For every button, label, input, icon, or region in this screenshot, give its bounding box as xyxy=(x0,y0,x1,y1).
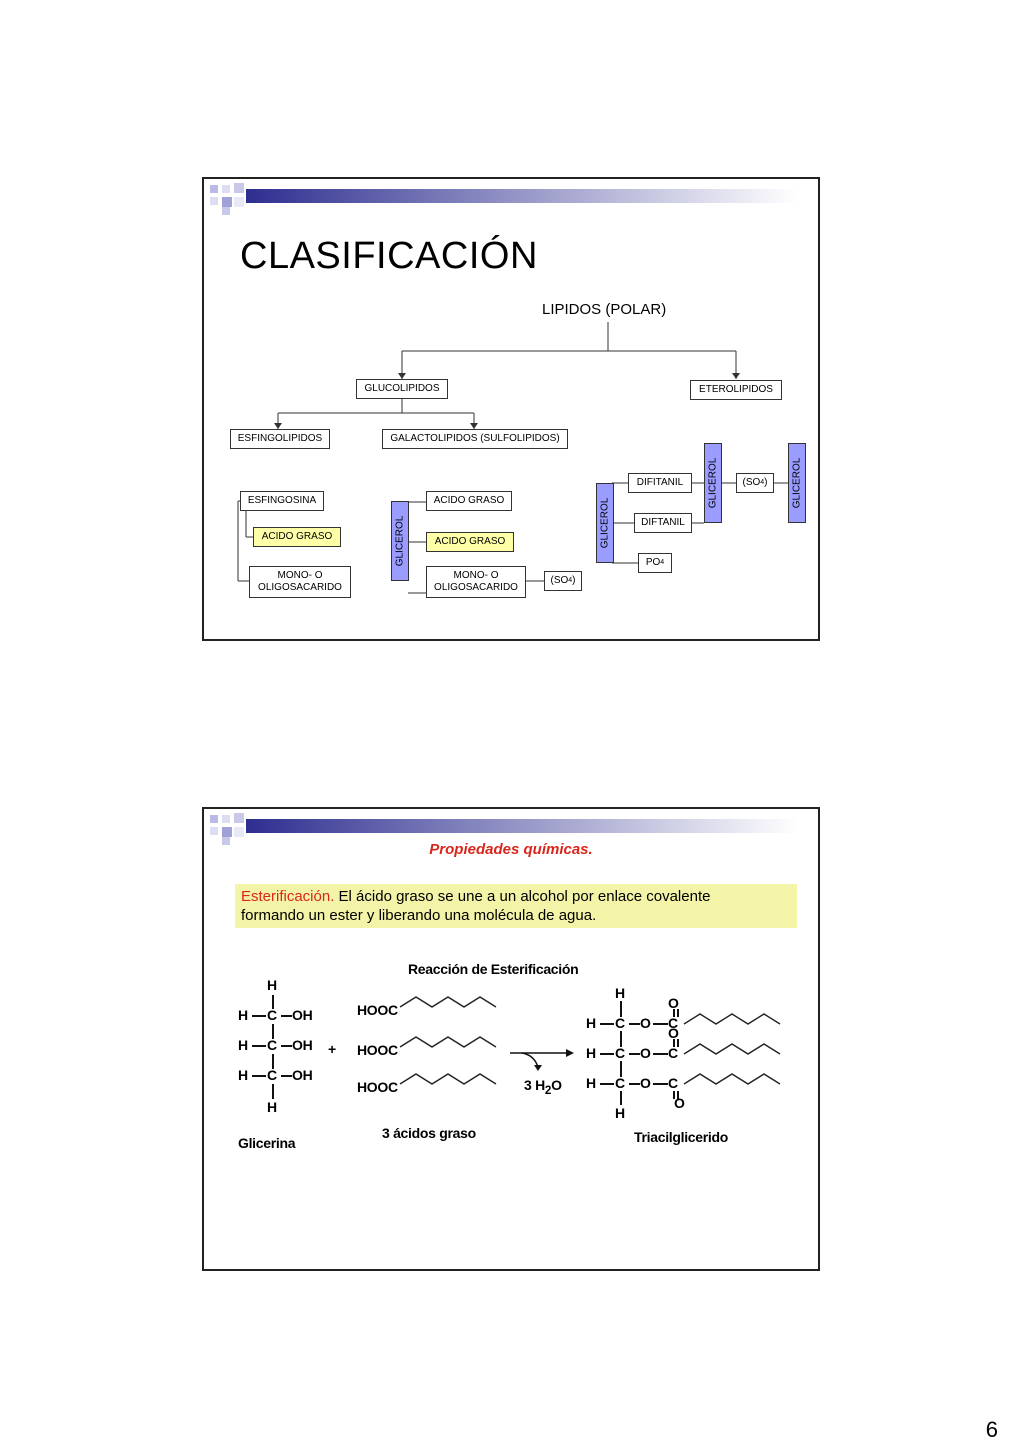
tri-c-3: C xyxy=(615,1075,625,1091)
tri-carbonyl-c-1: C xyxy=(668,1015,678,1031)
tri-c-2: C xyxy=(615,1045,625,1061)
tri-h-2: H xyxy=(586,1045,596,1061)
tri-h-top: H xyxy=(615,985,625,1001)
so4-text: (SO xyxy=(742,477,761,488)
node-glicerol-etero-1: GLICEROL xyxy=(596,483,614,563)
glycerin-h-bottom: H xyxy=(267,1099,277,1115)
so4-sub: 4 xyxy=(760,479,765,486)
tri-h-1: H xyxy=(586,1015,596,1031)
tri-carbonyl-c-3: C xyxy=(668,1075,678,1091)
node-difitanil: DIFITANIL xyxy=(628,473,692,493)
mono-line2: OLIGOSACARIDO xyxy=(258,582,342,593)
node-mono-oligosacarido-1: MONO- O OLIGOSACARIDO xyxy=(249,566,351,598)
po4-text: PO xyxy=(645,557,661,568)
page-number: 6 xyxy=(985,1417,998,1442)
tri-c-1: C xyxy=(615,1015,625,1031)
so4-close: ) xyxy=(572,575,576,586)
glicerol-label: GLICEROL xyxy=(394,515,406,567)
tri-carbonyl-o-2: O xyxy=(668,1025,679,1041)
tree-connectors xyxy=(237,322,788,594)
term-esterificacion: Esterificación. xyxy=(241,888,335,905)
glycerin-oh-3: OH xyxy=(292,1067,313,1083)
fatty-acid-3-hooc: HOOC xyxy=(357,1079,398,1095)
slide-subtitle: Propiedades químicas. xyxy=(429,841,593,858)
node-diftanil: DIFTANIL xyxy=(634,513,692,533)
so4-text: (SO xyxy=(550,575,569,586)
tri-carbonyl-c-2: C xyxy=(668,1045,678,1061)
glycerin-oh-1: OH xyxy=(292,1007,313,1023)
node-glicerol-etero-3: GLICEROL xyxy=(788,443,806,523)
mono-line1: MONO- O xyxy=(453,570,499,581)
glycerin-h-2: H xyxy=(238,1037,248,1053)
glycerin-h-3: H xyxy=(238,1067,248,1083)
description-line2: formando un ester y liberando una molécu… xyxy=(241,907,597,924)
node-glicerol-etero-2: GLICEROL xyxy=(704,443,722,523)
tri-o-3: O xyxy=(640,1075,651,1091)
tri-h-bottom: H xyxy=(615,1105,625,1121)
triglyceride-label: Triacilglicerido xyxy=(634,1129,729,1145)
so4-sub: 4 xyxy=(568,577,573,584)
mono-line1: MONO- O xyxy=(277,570,323,581)
glycerin-c-1: C xyxy=(267,1007,277,1023)
tri-h-3: H xyxy=(586,1075,596,1091)
fatty-acid-1-hooc: HOOC xyxy=(357,1002,398,1018)
node-glucolipidos: GLUCOLIPIDOS xyxy=(356,379,448,399)
glycerin-c-3: C xyxy=(267,1067,277,1083)
slide-propiedades-quimicas: Propiedades químicas. Esterificación. El… xyxy=(202,807,820,1271)
description-line1: El ácido graso se une a un alcohol por e… xyxy=(334,888,711,905)
fatty-acids-label: 3 ácidos graso xyxy=(382,1125,476,1141)
glycerin-oh-2: OH xyxy=(292,1037,313,1053)
slide-header-decoration xyxy=(210,183,798,215)
root-lipidos-polar: LIPIDOS (POLAR) xyxy=(542,301,667,318)
slide-header-decoration xyxy=(210,813,798,845)
water-suffix: O xyxy=(551,1077,562,1093)
po4-sub: 4 xyxy=(660,559,665,566)
node-glicerol-galacto: GLICEROL xyxy=(391,501,409,581)
node-acido-graso-galacto: ACIDO GRASO xyxy=(426,491,512,511)
node-esfingolipidos: ESFINGOLIPIDOS xyxy=(230,429,330,449)
water-molecule: 3 H2O xyxy=(524,1077,562,1097)
so4-close: ) xyxy=(764,477,768,488)
node-eterolipidos: ETEROLIPIDOS xyxy=(690,380,782,400)
glicerol-label: GLICEROL xyxy=(707,457,719,509)
tri-o-2: O xyxy=(640,1045,651,1061)
water-sub: 2 xyxy=(544,1083,552,1097)
glycerin-bonds xyxy=(252,995,292,1099)
node-esfingosina: ESFINGOSINA xyxy=(240,491,324,511)
tri-o-1: O xyxy=(640,1015,651,1031)
node-galactolipidos: GALACTOLIPIDOS (SULFOLIPIDOS) xyxy=(382,429,568,449)
fatty-acid-2-hooc: HOOC xyxy=(357,1042,398,1058)
slide-title: CLASIFICACIÓN xyxy=(240,235,538,277)
slide-clasificacion: CLASIFICACIÓN xyxy=(202,177,820,641)
node-mono-oligosacarido-2: MONO- O OLIGOSACARIDO xyxy=(426,566,526,598)
esterification-description: Esterificación. El ácido graso se une a … xyxy=(235,884,797,928)
triglyceride-bonds xyxy=(600,1001,781,1105)
water-prefix: 3 H xyxy=(524,1077,545,1093)
glycerin-label: Glicerina xyxy=(238,1135,296,1151)
reaction-title: Reacción de Esterificación xyxy=(408,961,579,977)
glicerol-label: GLICEROL xyxy=(599,497,611,549)
node-acido-graso-esfingo: ACIDO GRASO xyxy=(253,527,341,547)
tri-carbonyl-o-3: O xyxy=(674,1095,685,1111)
glicerol-label: GLICEROL xyxy=(791,457,803,509)
fatty-acid-chains xyxy=(399,996,574,1085)
glycerin-c-2: C xyxy=(267,1037,277,1053)
plus-sign: + xyxy=(328,1041,336,1057)
node-acido-graso-galacto-2: ACIDO GRASO xyxy=(426,532,514,552)
mono-line2: OLIGOSACARIDO xyxy=(434,582,518,593)
glycerin-h-1: H xyxy=(238,1007,248,1023)
glycerin-h-top: H xyxy=(267,977,277,993)
tri-carbonyl-o-1: O xyxy=(668,995,679,1011)
